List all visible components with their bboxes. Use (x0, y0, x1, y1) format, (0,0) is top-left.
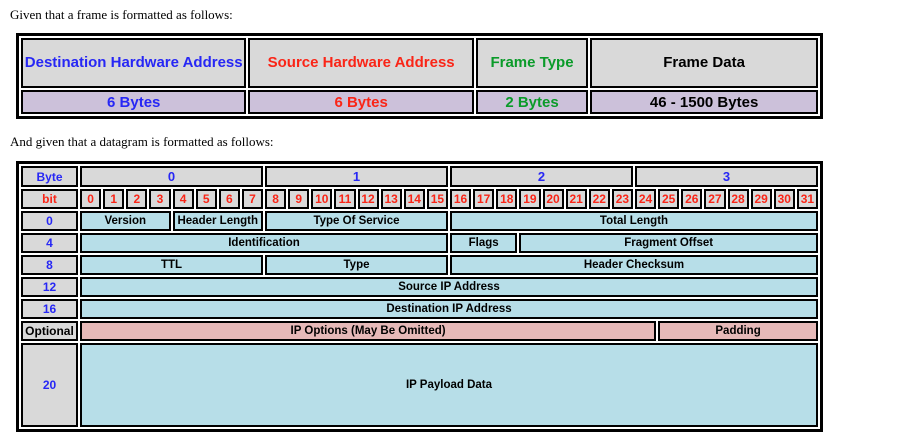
bit-number-9: 9 (288, 189, 310, 209)
byte-corner-label: Byte (21, 166, 78, 187)
byte-offset-4: 4 (21, 233, 78, 253)
field-ip-payload-data: IP Payload Data (80, 343, 818, 427)
field-total-length: Total Length (450, 211, 818, 231)
bit-number-20: 20 (542, 189, 564, 209)
bit-number-2: 2 (126, 189, 148, 209)
field-type-of-service: Type Of Service (265, 211, 448, 231)
bit-number-11: 11 (334, 189, 356, 209)
bit-number-3: 3 (149, 189, 171, 209)
bit-number-16: 16 (450, 189, 472, 209)
bit-number-25: 25 (658, 189, 680, 209)
frame-header-frame-data: Frame Data (590, 38, 818, 88)
frame-intro-text: Given that a frame is formatted as follo… (10, 7, 233, 22)
frame-header-destination-hardware-address: Destination Hardware Address (21, 38, 247, 88)
bit-number-1: 1 (103, 189, 125, 209)
field-padding: Padding (658, 321, 818, 341)
bit-number-17: 17 (473, 189, 495, 209)
frame-header-source-hardware-address: Source Hardware Address (248, 38, 474, 88)
field-identification: Identification (80, 233, 448, 253)
bit-number-26: 26 (681, 189, 703, 209)
bit-number-23: 23 (611, 189, 633, 209)
field-fragment-offset: Fragment Offset (519, 233, 818, 253)
field-type: Type (265, 255, 448, 275)
byte-offset-0: 0 (21, 211, 78, 231)
datagram-intro-text: And given that a datagram is formatted a… (10, 134, 274, 149)
byte-offset-20: 20 (21, 343, 78, 427)
byte-number-3: 3 (635, 166, 818, 187)
byte-offset-8: 8 (21, 255, 78, 275)
bit-number-27: 27 (704, 189, 726, 209)
bit-number-31: 31 (796, 189, 818, 209)
field-ttl: TTL (80, 255, 263, 275)
bit-number-28: 28 (727, 189, 749, 209)
field-source-ip-address: Source IP Address (80, 277, 818, 297)
bit-number-14: 14 (403, 189, 425, 209)
byte-offset-12: 12 (21, 277, 78, 297)
field-header-length: Header Length (172, 211, 263, 231)
bit-number-19: 19 (519, 189, 541, 209)
bit-number-12: 12 (357, 189, 379, 209)
bit-number-0: 0 (80, 189, 102, 209)
bit-number-5: 5 (195, 189, 217, 209)
field-ip-options-may-be-omitted: IP Options (May Be Omitted) (80, 321, 657, 341)
bit-number-13: 13 (380, 189, 402, 209)
field-header-checksum: Header Checksum (450, 255, 818, 275)
field-destination-ip-address: Destination IP Address (80, 299, 818, 319)
bit-number-8: 8 (265, 189, 287, 209)
field-flags: Flags (450, 233, 518, 253)
bit-number-10: 10 (311, 189, 333, 209)
byte-number-1: 1 (265, 166, 448, 187)
frame-size-frame-type: 2 Bytes (475, 90, 589, 114)
frame-size-destination-hardware-address: 6 Bytes (21, 90, 247, 114)
frame-size-frame-data: 46 - 1500 Bytes (590, 90, 818, 114)
bit-number-21: 21 (565, 189, 587, 209)
bit-number-22: 22 (588, 189, 610, 209)
frame-size-source-hardware-address: 6 Bytes (248, 90, 474, 114)
bit-number-6: 6 (218, 189, 240, 209)
bit-number-7: 7 (241, 189, 263, 209)
bit-corner-label: bit (21, 189, 78, 209)
field-version: Version (80, 211, 171, 231)
byte-offset-optional: Optional (21, 321, 78, 341)
bit-number-4: 4 (172, 189, 194, 209)
byte-number-0: 0 (80, 166, 263, 187)
bit-number-18: 18 (496, 189, 518, 209)
bit-number-30: 30 (773, 189, 795, 209)
frame-header-frame-type: Frame Type (475, 38, 589, 88)
bit-number-29: 29 (750, 189, 772, 209)
byte-offset-16: 16 (21, 299, 78, 319)
byte-number-2: 2 (450, 166, 633, 187)
bit-number-24: 24 (635, 189, 657, 209)
bit-number-15: 15 (426, 189, 448, 209)
